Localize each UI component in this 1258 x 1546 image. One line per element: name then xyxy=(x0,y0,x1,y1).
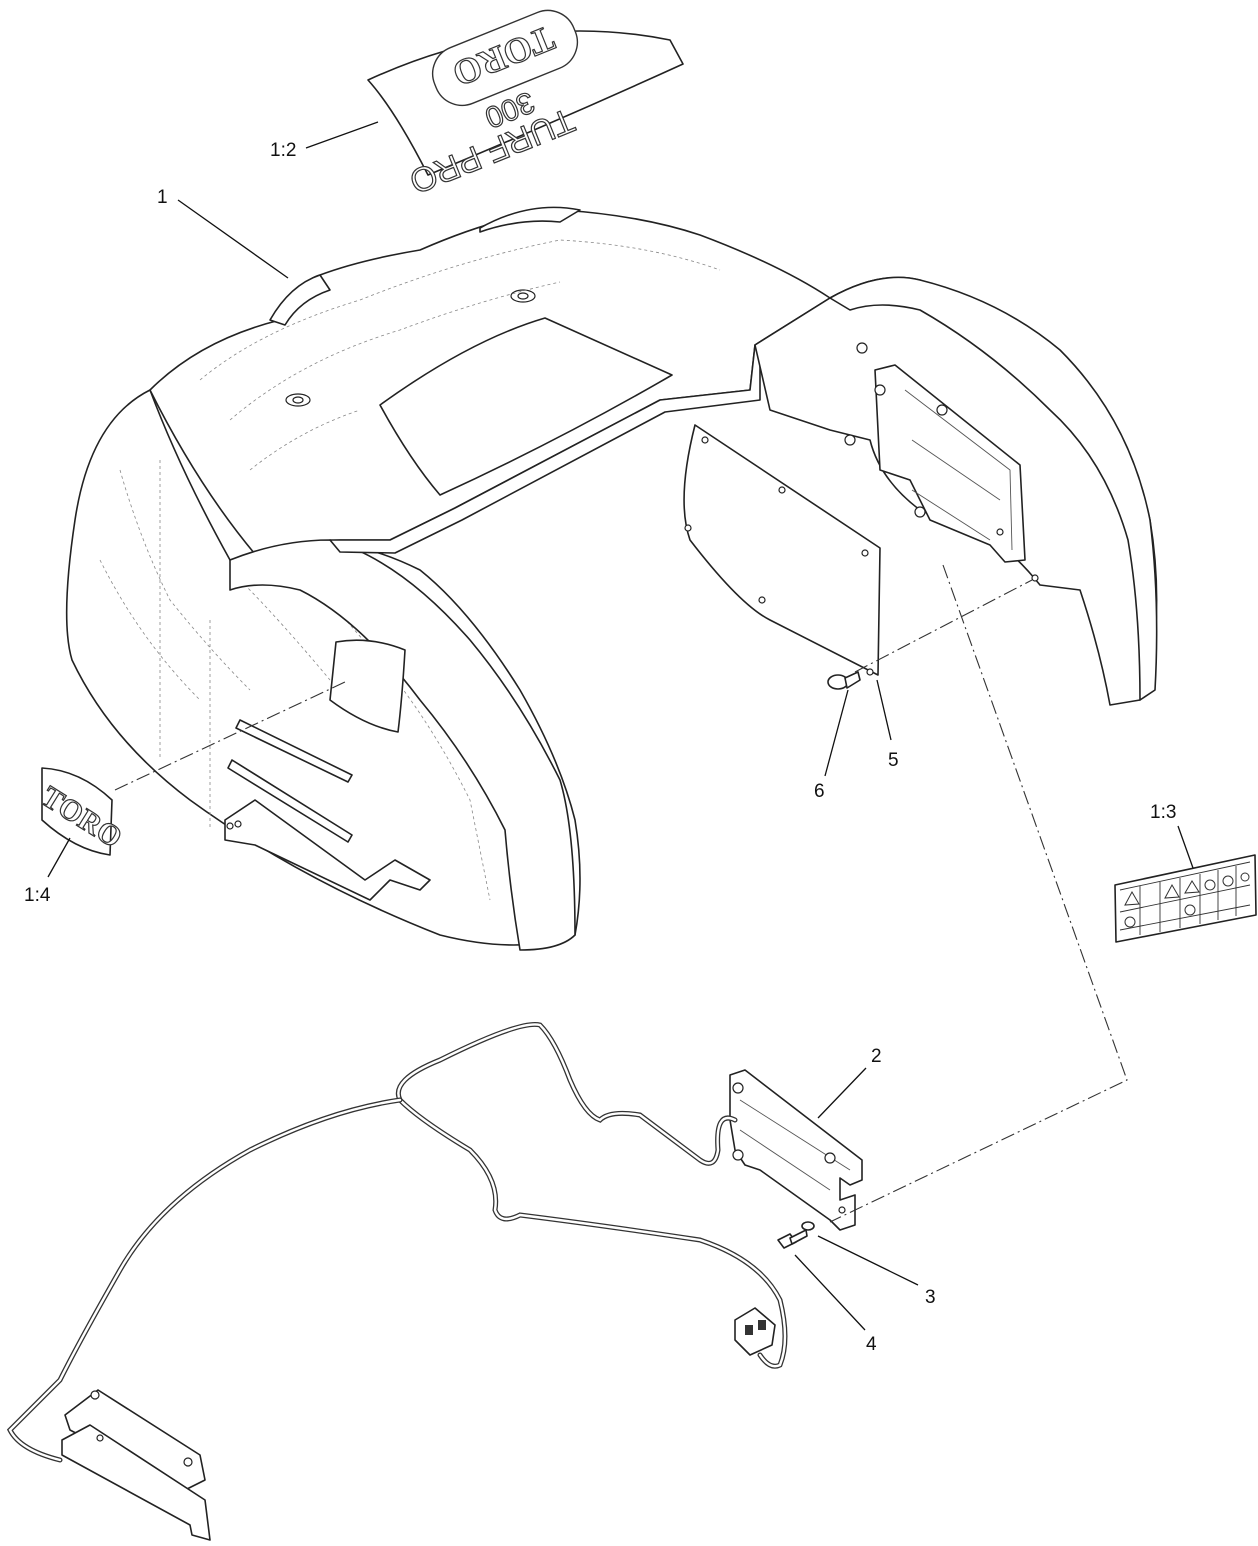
callout-3: 3 xyxy=(925,1287,936,1308)
leader-1-4 xyxy=(47,837,71,878)
leader-6 xyxy=(824,689,849,777)
hood-decal: TURF PRO 300 TORO xyxy=(367,9,684,201)
leader-4 xyxy=(794,1254,866,1331)
lower-bracket xyxy=(61,1389,211,1541)
callout-5: 5 xyxy=(888,750,899,771)
washer xyxy=(801,1221,815,1231)
body-shroud xyxy=(65,206,1158,951)
assembly-line-side-decal xyxy=(114,681,346,791)
leader-5 xyxy=(876,679,892,741)
safety-decal xyxy=(1114,854,1257,943)
side-decal: TORO xyxy=(35,767,128,856)
callout-1: 1 xyxy=(157,187,168,208)
screw xyxy=(777,1229,808,1249)
decal-brand-badge xyxy=(431,9,579,107)
top-window-opening xyxy=(379,317,673,496)
fastener-rivet xyxy=(827,671,861,690)
harness-connector xyxy=(734,1307,776,1356)
leader-1-2 xyxy=(305,121,379,149)
leader-1 xyxy=(177,199,289,279)
side-window-opening xyxy=(329,639,406,733)
cover-plate xyxy=(683,424,881,676)
leader-3 xyxy=(817,1235,919,1286)
bracket-assembly xyxy=(729,1069,863,1231)
wire-harness xyxy=(6,1021,788,1463)
leader-1-3 xyxy=(1177,825,1194,869)
leader-2 xyxy=(817,1067,867,1119)
callout-4: 4 xyxy=(866,1334,877,1355)
callout-1-4: 1:4 xyxy=(24,885,51,906)
callout-6: 6 xyxy=(814,781,825,802)
callout-1-2: 1:2 xyxy=(270,140,296,161)
assembly-line-plate xyxy=(854,579,1033,673)
callout-1-3: 1:3 xyxy=(1150,802,1176,823)
assembly-line-bracket xyxy=(829,564,1128,1223)
callout-2: 2 xyxy=(871,1046,882,1067)
